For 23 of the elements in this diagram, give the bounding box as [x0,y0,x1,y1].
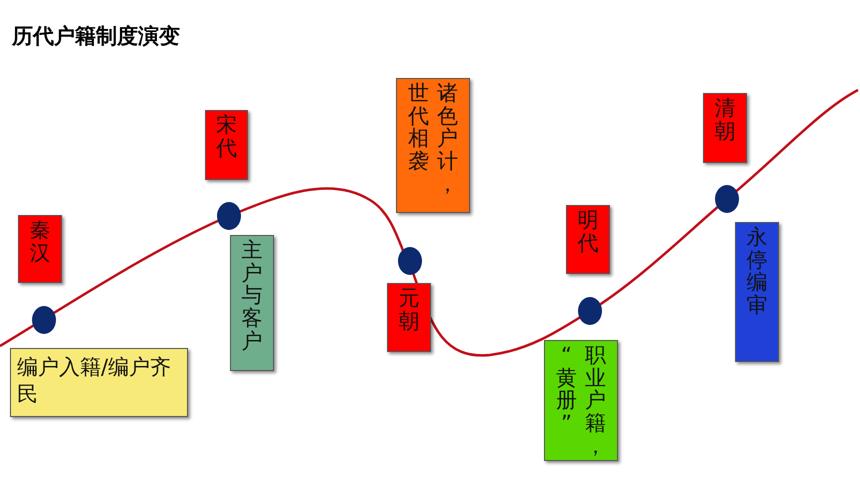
vertical-text: 元朝 [398,287,420,332]
label-card [396,78,470,213]
vertical-text: “黄册” [556,344,577,435]
vertical-text: 明代 [578,209,598,254]
vertical-text: 职业户籍， [585,344,606,458]
vertical-text: 永停编审 [746,226,768,317]
vertical-text: 清朝 [714,97,736,142]
label-card [205,110,248,180]
title: 历代户籍制度演变 [12,23,180,50]
vertical-text: 诸色户计， [437,82,458,196]
label-card [230,235,274,371]
vertical-text: 秦汉 [30,219,50,264]
label-card [703,93,747,163]
label-card [10,348,188,417]
label-card [18,215,62,283]
vertical-text: 主户与客户 [242,239,262,352]
label-card [544,340,618,461]
label-card [735,222,779,362]
vertical-text: 世代相袭 [408,82,429,173]
label-card [566,205,610,274]
card-text: 编户入籍/编户齐民 [16,354,172,408]
vertical-text: 宋代 [216,114,237,160]
label-card [387,283,431,352]
